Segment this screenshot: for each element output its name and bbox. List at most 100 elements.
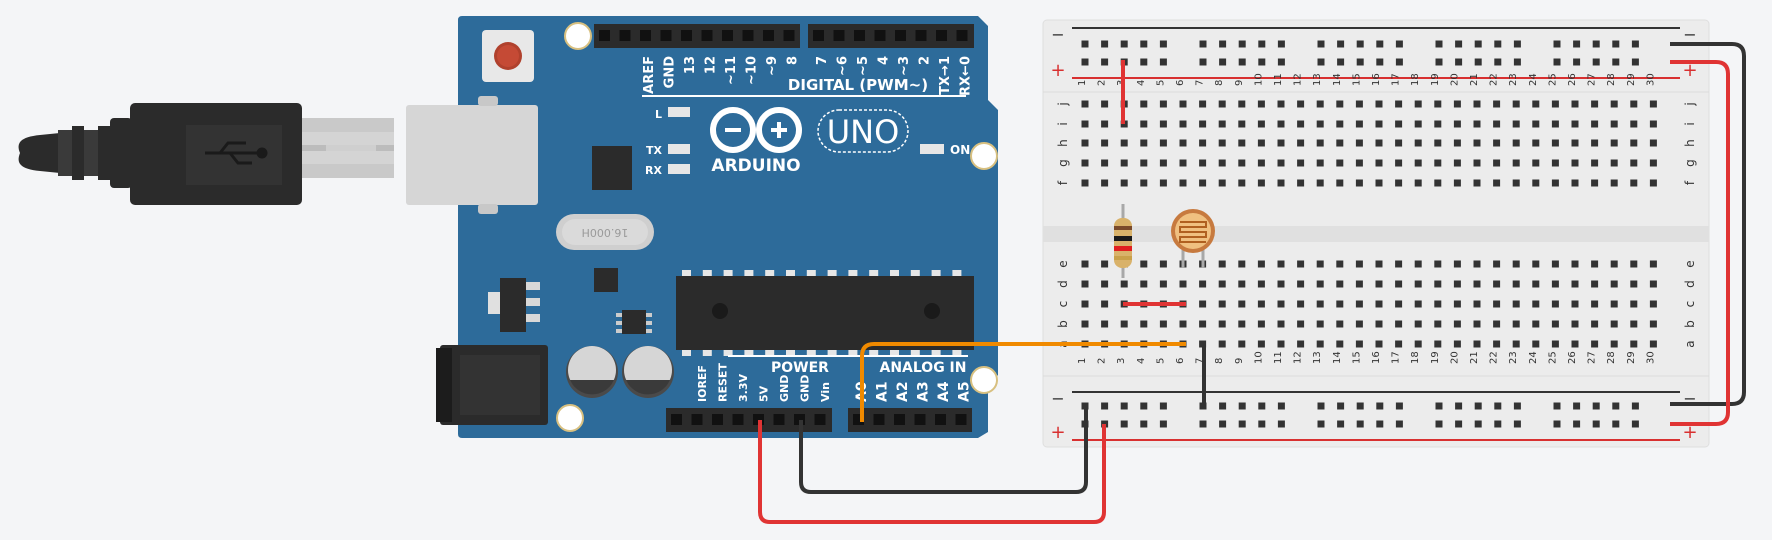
rail-hole[interactable] (1573, 402, 1581, 410)
rail-hole[interactable] (1199, 40, 1207, 48)
breadboard-hole[interactable] (1414, 100, 1422, 108)
breadboard-hole[interactable] (1159, 320, 1167, 328)
breadboard-hole[interactable] (1316, 280, 1324, 288)
breadboard-hole[interactable] (1512, 280, 1520, 288)
breadboard-hole[interactable] (1218, 300, 1226, 308)
rail-hole[interactable] (1238, 40, 1246, 48)
breadboard-hole[interactable] (1179, 179, 1187, 187)
breadboard-hole[interactable] (1355, 139, 1363, 147)
breadboard-hole[interactable] (1101, 120, 1109, 128)
rail-hole[interactable] (1120, 40, 1128, 48)
breadboard-hole[interactable] (1551, 159, 1559, 167)
breadboard-hole[interactable] (1591, 120, 1599, 128)
rail-hole[interactable] (1513, 420, 1521, 428)
breadboard-hole[interactable] (1532, 260, 1540, 268)
header-pin-hole[interactable] (895, 30, 906, 41)
analog-header[interactable] (848, 408, 972, 432)
breadboard-hole[interactable] (1571, 260, 1579, 268)
rail-hole[interactable] (1356, 420, 1364, 428)
breadboard-hole[interactable] (1453, 280, 1461, 288)
breadboard-hole[interactable] (1081, 120, 1089, 128)
breadboard-hole[interactable] (1238, 260, 1246, 268)
breadboard-hole[interactable] (1375, 120, 1383, 128)
rail-hole[interactable] (1513, 58, 1521, 66)
breadboard-hole[interactable] (1238, 120, 1246, 128)
breadboard-hole[interactable] (1140, 179, 1148, 187)
rail-hole[interactable] (1553, 402, 1561, 410)
header-pin-hole[interactable] (915, 30, 927, 41)
header-pin-hole[interactable] (874, 30, 886, 41)
rail-hole[interactable] (1140, 58, 1148, 66)
breadboard-hole[interactable] (1316, 139, 1324, 147)
breadboard-hole[interactable] (1257, 280, 1265, 288)
breadboard-hole[interactable] (1336, 340, 1344, 348)
breadboard-hole[interactable] (1218, 159, 1226, 167)
breadboard-hole[interactable] (1081, 320, 1089, 328)
breadboard-hole[interactable] (1316, 260, 1324, 268)
breadboard-hole[interactable] (1355, 260, 1363, 268)
breadboard-hole[interactable] (1081, 100, 1089, 108)
breadboard-hole[interactable] (1414, 280, 1422, 288)
rail-hole[interactable] (1612, 402, 1620, 410)
rail-hole[interactable] (1159, 58, 1167, 66)
breadboard-hole[interactable] (1159, 179, 1167, 187)
breadboard-hole[interactable] (1551, 120, 1559, 128)
breadboard-hole[interactable] (1179, 139, 1187, 147)
header-pin-hole[interactable] (681, 30, 692, 41)
breadboard-hole[interactable] (1591, 139, 1599, 147)
header-pin-hole[interactable] (935, 414, 946, 425)
breadboard-hole[interactable] (1610, 320, 1618, 328)
header-pin-hole[interactable] (599, 30, 610, 41)
header-pin-hole[interactable] (813, 30, 824, 41)
rail-hole[interactable] (1631, 58, 1639, 66)
header-pin-hole[interactable] (936, 30, 947, 41)
breadboard-hole[interactable] (1316, 120, 1324, 128)
breadboard-hole[interactable] (1395, 159, 1403, 167)
breadboard-hole[interactable] (1101, 100, 1109, 108)
breadboard-hole[interactable] (1571, 100, 1579, 108)
breadboard-hole[interactable] (1120, 159, 1128, 167)
breadboard-hole[interactable] (1453, 300, 1461, 308)
breadboard-hole[interactable] (1630, 159, 1638, 167)
breadboard-hole[interactable] (1512, 179, 1520, 187)
breadboard-hole[interactable] (1512, 139, 1520, 147)
breadboard-hole[interactable] (1336, 320, 1344, 328)
breadboard-hole[interactable] (1159, 159, 1167, 167)
breadboard-hole[interactable] (1493, 120, 1501, 128)
breadboard-hole[interactable] (1120, 179, 1128, 187)
breadboard-hole[interactable] (1551, 280, 1559, 288)
breadboard-hole[interactable] (1159, 260, 1167, 268)
wire-black-rail-loop[interactable] (1670, 42, 1746, 406)
breadboard-hole[interactable] (1493, 260, 1501, 268)
breadboard-hole[interactable] (1159, 120, 1167, 128)
photoresistor[interactable] (1171, 209, 1215, 268)
breadboard-hole[interactable] (1375, 260, 1383, 268)
rail-hole[interactable] (1376, 420, 1384, 428)
rail-hole[interactable] (1573, 58, 1581, 66)
breadboard-hole[interactable] (1297, 260, 1305, 268)
breadboard-hole[interactable] (1610, 340, 1618, 348)
breadboard-hole[interactable] (1630, 280, 1638, 288)
breadboard-hole[interactable] (1120, 139, 1128, 147)
breadboard-hole[interactable] (1297, 100, 1305, 108)
breadboard-hole[interactable] (1532, 280, 1540, 288)
breadboard-hole[interactable] (1532, 159, 1540, 167)
breadboard-hole[interactable] (1238, 179, 1246, 187)
rail-hole[interactable] (1101, 402, 1109, 410)
rail-hole[interactable] (1592, 58, 1600, 66)
breadboard-hole[interactable] (1591, 159, 1599, 167)
header-pin-hole[interactable] (701, 30, 713, 41)
rail-hole[interactable] (1238, 58, 1246, 66)
breadboard-hole[interactable] (1355, 179, 1363, 187)
breadboard-hole[interactable] (1140, 320, 1148, 328)
breadboard-hole[interactable] (1336, 260, 1344, 268)
breadboard-hole[interactable] (1257, 320, 1265, 328)
breadboard-hole[interactable] (1512, 320, 1520, 328)
rail-hole[interactable] (1376, 40, 1384, 48)
wire-red-5v[interactable] (758, 420, 1106, 524)
breadboard-hole[interactable] (1395, 340, 1403, 348)
breadboard-hole[interactable] (1610, 280, 1618, 288)
rail-hole[interactable] (1277, 402, 1285, 410)
breadboard-hole[interactable] (1434, 320, 1442, 328)
rail-hole[interactable] (1376, 58, 1384, 66)
